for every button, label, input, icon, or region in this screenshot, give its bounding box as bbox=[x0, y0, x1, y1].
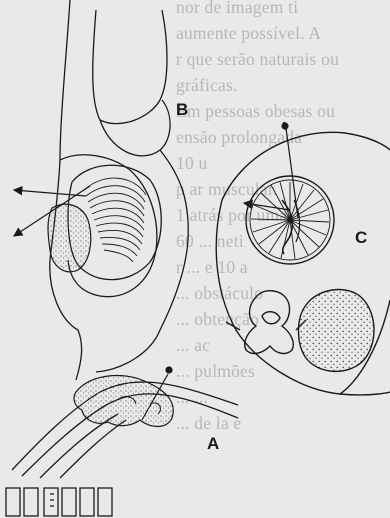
figure-label-b: B bbox=[176, 100, 188, 120]
kidney-striations bbox=[251, 182, 329, 259]
kidney bbox=[246, 176, 334, 264]
spleen-stippled bbox=[48, 204, 91, 272]
body-outline bbox=[50, 0, 82, 380]
figure-label-c: C bbox=[355, 228, 367, 248]
body-wall-outline bbox=[222, 132, 390, 200]
figure-label-a: A bbox=[207, 434, 219, 454]
vertebral-body bbox=[299, 290, 375, 372]
arm-outline bbox=[93, 10, 167, 124]
vertebra bbox=[226, 291, 306, 354]
spinal-column bbox=[6, 488, 112, 516]
arm-inner bbox=[100, 100, 170, 156]
